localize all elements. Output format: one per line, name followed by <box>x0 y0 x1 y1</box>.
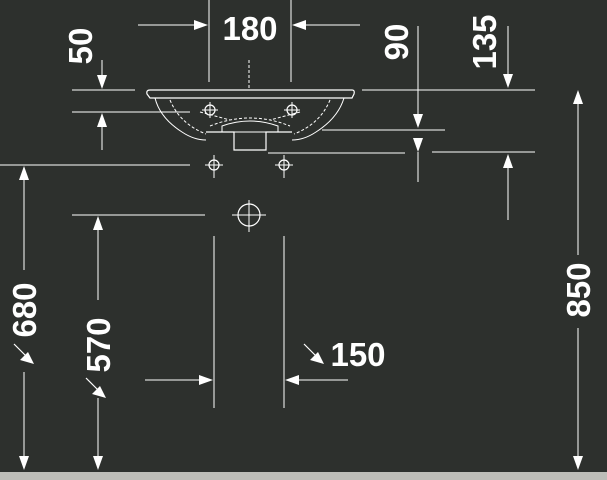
label-waste-height: 680 <box>6 282 43 337</box>
dimension-drain-offset: 135 <box>362 14 535 220</box>
dimension-tap-offset: 90 <box>268 24 445 182</box>
label-rim-height: 50 <box>62 28 99 65</box>
basin-outline <box>146 89 355 151</box>
supply-connection-marks <box>205 155 293 178</box>
label-basin-width: 180 <box>222 10 277 47</box>
label-drain-offset: 135 <box>466 14 503 69</box>
dimension-rim-height: 50 <box>62 28 190 150</box>
label-supply-height: 570 <box>80 317 117 372</box>
dimension-supply-height: 570 <box>72 214 205 470</box>
label-rim-floor-height: 850 <box>560 262 597 317</box>
label-tap-offset: 90 <box>378 24 415 61</box>
dimension-rim-floor-height: 850 <box>560 90 597 470</box>
waste-outlet-mark <box>232 200 266 232</box>
dimension-basin-width: 180 <box>138 0 360 82</box>
floor-line <box>0 472 607 480</box>
dimension-supply-spacing: 150 <box>145 236 386 408</box>
label-supply-spacing: 150 <box>330 336 385 373</box>
dimension-waste-height: 680 <box>0 164 190 470</box>
